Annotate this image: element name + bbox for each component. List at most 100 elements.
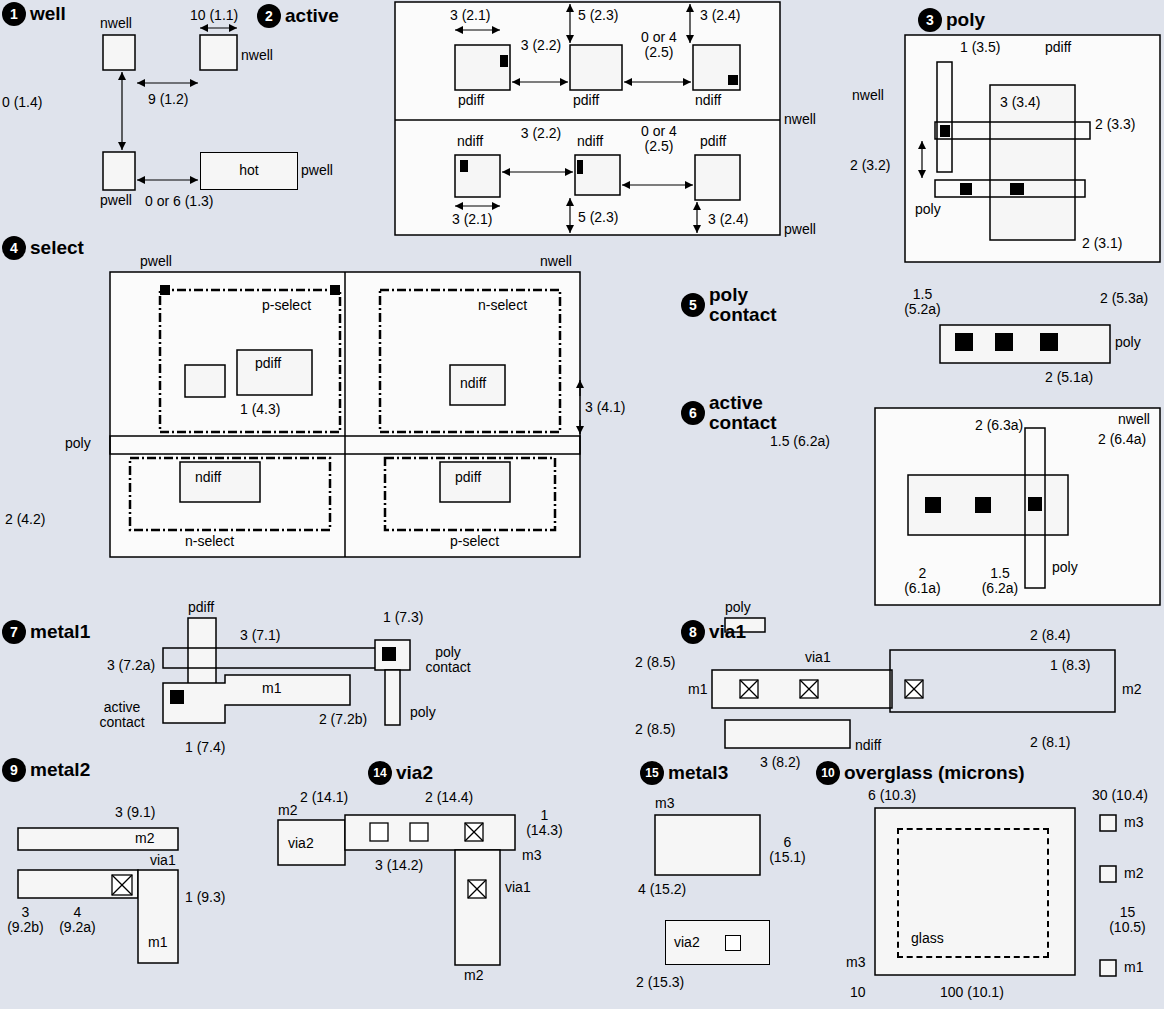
dimension-label: 1.5 (6.2a) <box>975 566 1025 597</box>
dimension-label: poly <box>725 600 751 615</box>
section-title: overglass (microns) <box>844 763 1025 783</box>
dimension-label: 3 (14.2) <box>375 858 423 873</box>
box-label: via2 <box>674 935 700 950</box>
dimension-label: 3 (2.4) <box>700 8 740 23</box>
layer-box: hotpwell <box>200 152 298 190</box>
dimension-label: 3 (2.1) <box>452 212 492 227</box>
section-title: via1 <box>709 622 746 642</box>
dimension-label: 3 (2.2) <box>516 38 566 53</box>
dimension-label: m3 <box>1124 815 1143 830</box>
dimension-label: 10 (1.1) <box>190 8 238 23</box>
section-heading-node: 5poly contact <box>681 285 784 325</box>
dimension-label: n-select <box>185 534 234 549</box>
dimension-label: m1 <box>1124 960 1143 975</box>
dimension-label: via1 <box>150 853 176 868</box>
dimension-label: 9 (1.2) <box>148 92 188 107</box>
dimension-label: m2 <box>464 968 483 983</box>
dimension-label: 0 (1.4) <box>2 95 42 110</box>
dimension-label: 2 (5.1a) <box>1045 370 1093 385</box>
dimension-label: via2 <box>288 836 314 851</box>
dimension-label: 1 (4.3) <box>240 402 280 417</box>
dimension-label: 0 or 6 (1.3) <box>145 194 213 209</box>
dimension-label: 2 (5.3a) <box>1100 291 1148 306</box>
layer-label: pwell <box>301 163 333 178</box>
dimension-label: pdiff <box>255 356 281 371</box>
dimension-label: nwell <box>784 112 816 127</box>
dimension-label: ndiff <box>195 470 221 485</box>
dimension-label: pdiff <box>1045 40 1071 55</box>
box-label: hot <box>239 163 258 178</box>
section-title: active contact <box>709 393 789 433</box>
dimension-label: 2 (6.3a) <box>975 418 1023 433</box>
dimension-label: poly contact <box>418 645 478 676</box>
section-number: 5 <box>681 293 705 317</box>
dimension-label: 0 or 4 (2.5) <box>630 30 688 61</box>
dimension-label: pwell <box>140 254 172 269</box>
section-number: 9 <box>2 758 26 782</box>
dimension-label: 2 (6.4a) <box>1098 432 1146 447</box>
section-title: metal2 <box>30 760 90 780</box>
section-title: well <box>30 4 66 24</box>
dimension-label: pwell <box>100 193 132 208</box>
dimension-label: 2 (8.1) <box>1030 735 1070 750</box>
section-heading-node: 3poly <box>918 8 985 32</box>
dimension-label: m1 <box>148 935 167 950</box>
dimension-label: 6 (15.1) <box>765 835 810 866</box>
dimension-label: 2 (3.2) <box>850 158 890 173</box>
section-title: active <box>285 6 339 26</box>
dimension-label: 3 (2.4) <box>708 212 748 227</box>
section-number: 3 <box>918 8 942 32</box>
section-number: 1 <box>2 2 26 26</box>
section-title: select <box>30 238 84 258</box>
dimension-label: 5 (2.3) <box>578 210 618 225</box>
dimension-label: n-select <box>478 298 527 313</box>
dimension-label: 5 (2.3) <box>578 8 618 23</box>
dimension-label: 2 (8.5) <box>635 722 675 737</box>
section-number: 15 <box>640 761 664 785</box>
section-heading-node: 8via1 <box>681 620 746 644</box>
dimension-label: 1.5 (5.2a) <box>900 287 945 318</box>
section-heading-node: 14via2 <box>368 761 433 785</box>
dimension-label: p-select <box>450 534 499 549</box>
dimension-label: nwell <box>1118 412 1150 427</box>
dimension-label: m1 <box>688 682 707 697</box>
dimension-label: 3 (4.1) <box>585 400 625 415</box>
dimension-label: poly <box>915 202 941 217</box>
dimension-label: m2 <box>135 831 154 846</box>
dimension-label: 3 (8.2) <box>760 755 800 770</box>
dimension-label: 2 (8.5) <box>635 655 675 670</box>
dimension-label: ndiff <box>695 93 721 108</box>
section-heading-node: 10overglass (microns) <box>816 761 1025 785</box>
dimension-label: nwell <box>100 16 132 31</box>
dimension-label: pdiff <box>573 93 599 108</box>
dimension-label: via1 <box>505 880 531 895</box>
dimension-label: 4 (9.2a) <box>55 905 100 936</box>
dimension-label: 15 (10.5) <box>1105 905 1150 936</box>
glass-opening: glass <box>897 828 1049 958</box>
section-number: 14 <box>368 761 392 785</box>
section-number: 10 <box>816 761 840 785</box>
section-number: 7 <box>2 620 26 644</box>
dimension-label: 2 (15.3) <box>636 975 684 990</box>
section-title: poly contact <box>709 285 784 325</box>
dimension-label: pdiff <box>458 93 484 108</box>
dimension-label: 2 (3.1) <box>1082 236 1122 251</box>
section-number: 6 <box>681 401 705 425</box>
dimension-label: 3 (9.2b) <box>3 905 48 936</box>
dimension-label: pdiff <box>700 134 726 149</box>
dimension-label: nwell <box>852 88 884 103</box>
dimension-label: ndiff <box>457 134 483 149</box>
dimension-label: m1 <box>262 681 281 696</box>
dimension-label: 2 (7.2b) <box>318 712 368 727</box>
dimension-label: 1 (8.3) <box>1050 658 1090 673</box>
dimension-label: 1 (7.3) <box>383 610 423 625</box>
dimension-label: ndiff <box>855 738 881 753</box>
layer-box: via2 <box>665 920 770 965</box>
section-heading-node: 2active <box>257 4 339 28</box>
dimension-label: poly <box>410 705 436 720</box>
section-number: 4 <box>2 236 26 260</box>
dimension-label: pdiff <box>455 470 481 485</box>
dimension-label: 30 (10.4) <box>1092 788 1148 803</box>
section-title: via2 <box>396 763 433 783</box>
